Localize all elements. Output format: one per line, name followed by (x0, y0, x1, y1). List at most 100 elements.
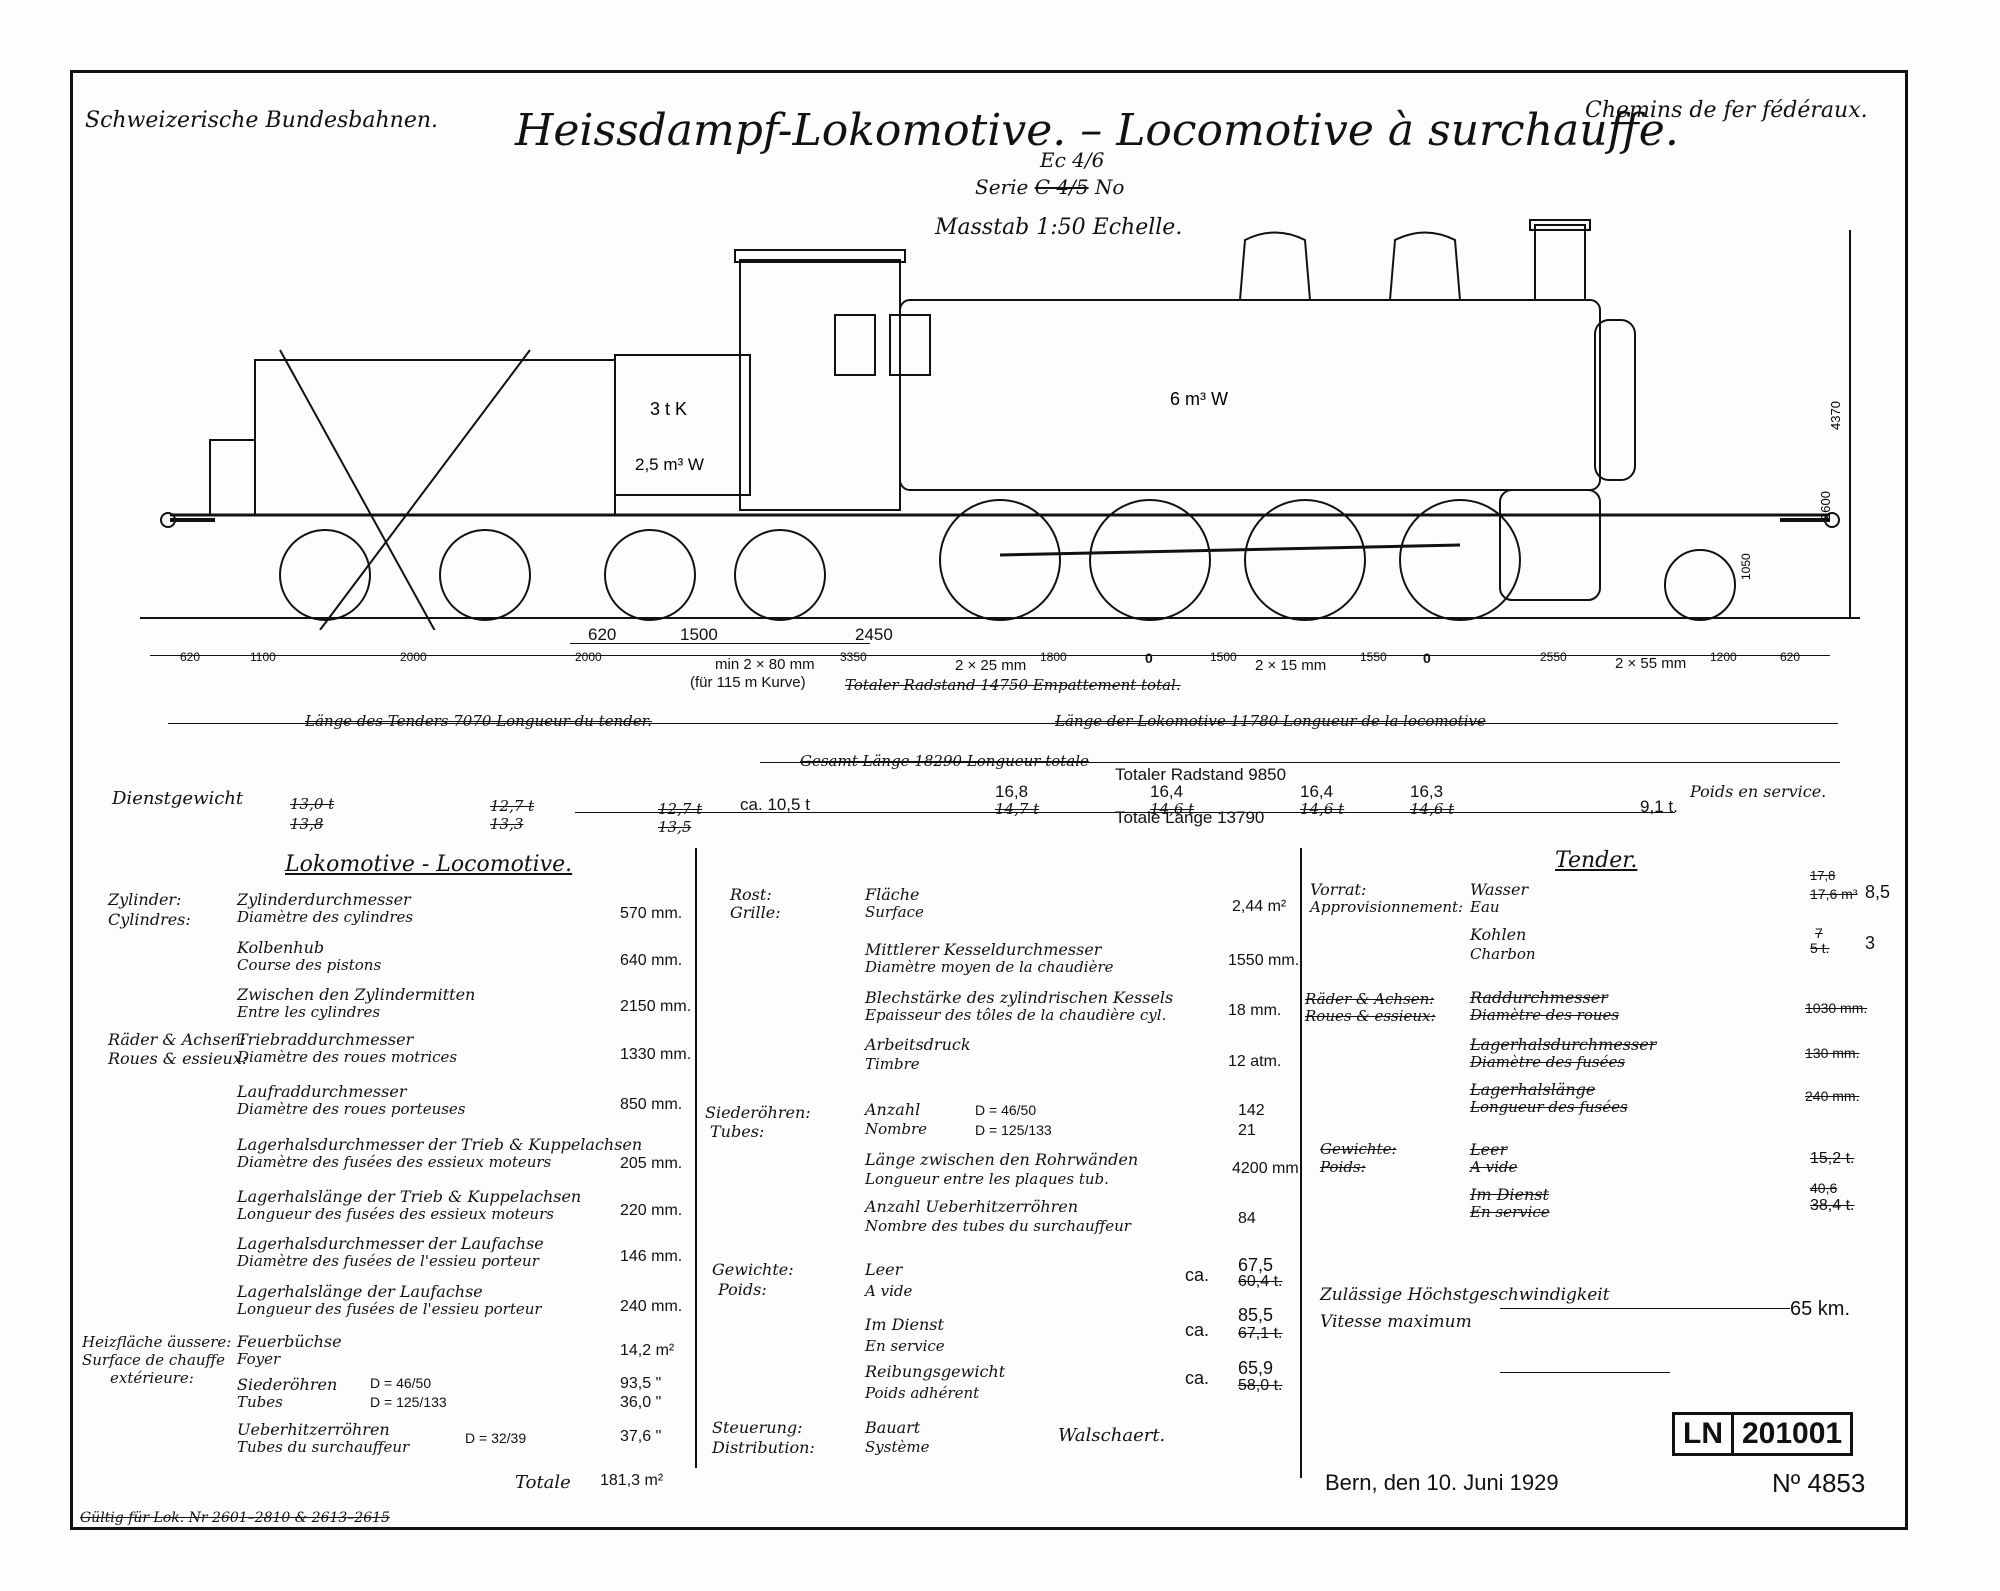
header-left: Schweizerische Bundesbahnen. (85, 108, 439, 133)
dim-value: 1500 (1210, 650, 1237, 664)
firebox-value: 14,2 m² (620, 1342, 675, 1359)
chimney (1534, 224, 1586, 301)
lagd-value: 130 mm. (1805, 1045, 1860, 1061)
height-boiler-label: 2600 (1818, 491, 1833, 520)
ln-prefix: LN (1683, 1417, 1723, 1450)
header-right: Chemins de fer fédéraux. (1585, 98, 1868, 123)
dim-value: 2550 (1540, 650, 1567, 664)
row-label-de: Zwischen den Zylindermitten (237, 985, 476, 1004)
group-label: Gewichte: (712, 1260, 794, 1279)
dienst-new: 85,5 (1238, 1305, 1274, 1325)
speed-line (1500, 1308, 1790, 1309)
row-label-de: Wasser (1470, 880, 1529, 899)
dim-value: 1800 (1040, 650, 1067, 664)
dim-value: 0 (1423, 650, 1431, 666)
chimney-cap (1529, 219, 1591, 231)
speed-label-de: Zulässige Höchstgeschwindigkeit (1320, 1285, 1610, 1305)
group-label: Tubes: (710, 1122, 765, 1141)
weight-label-fr: Poids en service. (1690, 782, 1827, 801)
row-label-fr: Diamètre moyen de la chaudière (865, 958, 1114, 976)
total-new-line (575, 812, 1675, 813)
tender-section-title: Tender. (1555, 848, 1638, 873)
row-label-de: Zylinderdurchmesser (237, 890, 411, 909)
total-label: Totale (515, 1472, 571, 1493)
row-value: 240 mm. (620, 1298, 683, 1315)
row-label-de: Bauart (865, 1418, 921, 1437)
row-label-de: Im Dienst (865, 1315, 944, 1334)
group-label: Poids: (718, 1280, 767, 1299)
leer-old: 60,4 t. (1238, 1273, 1283, 1290)
weight-old: 14,6 t (1410, 800, 1455, 818)
weight-old: 14,7 t (995, 800, 1040, 818)
drawing-number: Nº 4853 (1772, 1468, 1866, 1498)
smokebox-door (1594, 319, 1636, 481)
wasser-new: 8,5 (1865, 882, 1891, 902)
leer-ca: ca. (1185, 1265, 1210, 1285)
anzahl-v2: 21 (1238, 1122, 1256, 1139)
row-label-fr: Système (865, 1438, 930, 1456)
kohlen-old1: 7 (1815, 925, 1823, 941)
tender-dienst-v1: 40,6 (1810, 1180, 1838, 1196)
row-label-de: Blechstärke des zylindrischen Kessels (865, 988, 1174, 1007)
coal-label: 3 t K (650, 399, 687, 419)
scale-label: Masstab 1:50 Echelle. (935, 215, 1183, 240)
row-value: 84 (1238, 1210, 1256, 1227)
tubes-d2: D = 125/133 (370, 1394, 447, 1410)
row-label-de: Lagerhalslänge der Laufachse (237, 1282, 483, 1301)
tubes-label-de: Siederöhren (237, 1375, 338, 1394)
dim-line-1 (570, 643, 870, 644)
super-d: D = 32/39 (465, 1430, 527, 1446)
row-label-de: Lagerhalsdurchmesser der Trieb & Kuppela… (237, 1135, 643, 1154)
row-label-de: Arbeitsdruck (865, 1035, 971, 1054)
weight-new: 9,1 t. (1640, 797, 1678, 816)
boiler (899, 299, 1601, 491)
lagl-value: 240 mm. (1805, 1088, 1860, 1104)
row-label-fr: Surface (865, 903, 924, 921)
dim-value: 1200 (1710, 650, 1737, 664)
row-value: 850 mm. (620, 1096, 683, 1113)
driving-wheel (1244, 499, 1366, 621)
row-label-de: Lagerhalslänge (1470, 1080, 1596, 1099)
tender-wheel (604, 529, 696, 621)
group-label: Siederöhren: (705, 1103, 811, 1122)
row-label-de: Reibungsgewicht (865, 1362, 1006, 1381)
weight-old: 12,7 t (490, 797, 535, 815)
cab-window-2 (889, 314, 931, 376)
row-label-fr: Nombre (865, 1120, 928, 1138)
row-label-de: Anzahl Ueberhitzerröhren (865, 1197, 1079, 1216)
weight-new: 16,4 (1300, 782, 1334, 801)
cross-out (279, 349, 436, 630)
reib-ca: ca. (1185, 1368, 1210, 1388)
dim-value: 3350 (840, 650, 867, 664)
validity-note: Gültig für Lok. Nr 2601–2810 & 2613–2615 (80, 1510, 390, 1526)
row-label-fr: Poids adhérent (865, 1384, 980, 1402)
row-label-de: Leer (1470, 1140, 1508, 1159)
group-label: Steuerung: (712, 1418, 803, 1437)
row-label-fr: Course des pistons (237, 956, 382, 974)
signature-line (1500, 1372, 1670, 1373)
column-divider-2 (1300, 848, 1302, 1478)
row-label-de: Mittlerer Kesseldurchmesser (865, 940, 1102, 959)
driving-wheel (1089, 499, 1211, 621)
row-label-fr: Diamètre des roues (1470, 1006, 1620, 1024)
series-label: Serie C 4/5 No (975, 175, 1124, 199)
loco-section-title: Lokomotive - Locomotive. (285, 852, 573, 877)
tender-body (254, 359, 616, 516)
reib-old: 58,0 t. (1238, 1377, 1283, 1394)
dim-value: 620 (180, 650, 201, 664)
row-label-de: Laufraddurchmesser (237, 1082, 407, 1101)
height-total-label: 4370 (1828, 401, 1843, 430)
group-label: Roues & essieux: (108, 1049, 248, 1068)
row-label-fr: Charbon (1470, 945, 1536, 963)
row-value: 1330 mm. (620, 1046, 692, 1063)
total-old: Gesamt Länge 18290 Longueur totale (800, 752, 1089, 770)
weight-old: 13,5 (658, 818, 692, 836)
sand-dome (1238, 231, 1312, 301)
series-text: Serie (975, 175, 1029, 199)
driving-wheel (1399, 499, 1521, 621)
row-label-fr: Timbre (865, 1055, 920, 1073)
tender-wheel (279, 529, 371, 621)
cab (739, 259, 901, 511)
row-value: 2150 mm. (620, 998, 692, 1015)
group-label: Vorrat: (1310, 880, 1367, 899)
